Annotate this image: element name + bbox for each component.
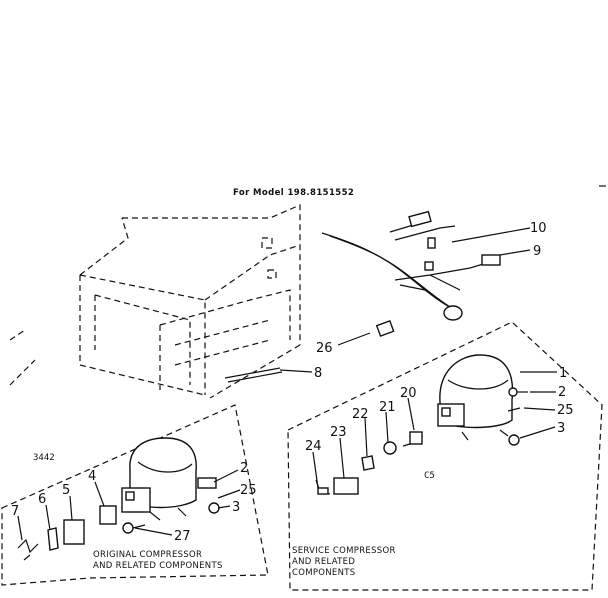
label-10: 10 bbox=[530, 221, 547, 236]
part-20-bracket bbox=[409, 431, 423, 445]
part-4-relay bbox=[99, 505, 117, 525]
label-6: 6 bbox=[38, 492, 46, 507]
label-21: 21 bbox=[379, 400, 396, 415]
stray-mark: C5 bbox=[424, 471, 435, 481]
part-6-clip bbox=[47, 527, 59, 551]
part-27-fitting bbox=[122, 522, 134, 534]
part-8-tube bbox=[224, 367, 283, 383]
original-boundary bbox=[1, 404, 269, 586]
harness-plug bbox=[443, 305, 463, 321]
part-labels: 10 9 26 8 1 2 25 3 20 21 22 23 24 2 25 3… bbox=[11, 221, 574, 544]
label-25-left: 25 bbox=[240, 483, 257, 498]
label-1: 1 bbox=[559, 366, 567, 381]
service-caption-line-1: SERVICE COMPRESSOR bbox=[292, 546, 396, 556]
part-7-wire bbox=[17, 538, 39, 561]
label-25-right: 25 bbox=[557, 403, 574, 418]
label-9: 9 bbox=[533, 244, 541, 259]
label-8: 8 bbox=[314, 366, 322, 381]
label-2-left: 2 bbox=[240, 461, 248, 476]
service-caption-line-3: COMPONENTS bbox=[292, 568, 355, 578]
original-components bbox=[17, 505, 117, 561]
label-26: 26 bbox=[316, 341, 333, 356]
diagram-title: For Model 198.8151552 bbox=[233, 188, 354, 198]
original-caption-line-2: AND RELATED COMPONENTS bbox=[93, 561, 223, 571]
diagram-code: 3442 bbox=[33, 453, 55, 463]
label-7: 7 bbox=[11, 504, 19, 519]
label-22: 22 bbox=[352, 407, 369, 422]
label-5: 5 bbox=[62, 483, 70, 498]
part-22-relay bbox=[361, 455, 375, 471]
part-3-grommet-left bbox=[208, 502, 220, 514]
wiring-harness bbox=[321, 210, 501, 321]
label-4: 4 bbox=[88, 469, 96, 484]
part-23-overload bbox=[333, 477, 359, 495]
label-27: 27 bbox=[174, 529, 191, 544]
label-24: 24 bbox=[305, 439, 322, 454]
label-2-right: 2 bbox=[558, 385, 566, 400]
original-caption-line-1: ORIGINAL COMPRESSOR bbox=[93, 550, 202, 560]
original-compressor bbox=[121, 437, 220, 534]
part-3-grommet-right bbox=[508, 434, 520, 446]
label-20: 20 bbox=[400, 386, 417, 401]
original-caption: ORIGINAL COMPRESSOR AND RELATED COMPONEN… bbox=[93, 550, 223, 571]
label-23: 23 bbox=[330, 425, 347, 440]
part-5-overload bbox=[63, 519, 85, 545]
part-10-connector bbox=[427, 237, 436, 249]
cabinet-outline bbox=[9, 204, 301, 399]
service-boundary bbox=[287, 321, 603, 591]
label-3-left: 3 bbox=[232, 500, 240, 515]
leader-lines bbox=[17, 227, 557, 541]
service-compressor bbox=[437, 354, 528, 446]
part-24-clip bbox=[317, 487, 329, 495]
part-26-clip bbox=[375, 320, 395, 337]
label-3-right: 3 bbox=[557, 421, 565, 436]
service-components bbox=[315, 431, 423, 495]
service-caption: SERVICE COMPRESSOR AND RELATED COMPONENT… bbox=[292, 546, 396, 578]
service-caption-line-2: AND RELATED bbox=[292, 557, 355, 567]
part-21-cover bbox=[383, 441, 397, 455]
